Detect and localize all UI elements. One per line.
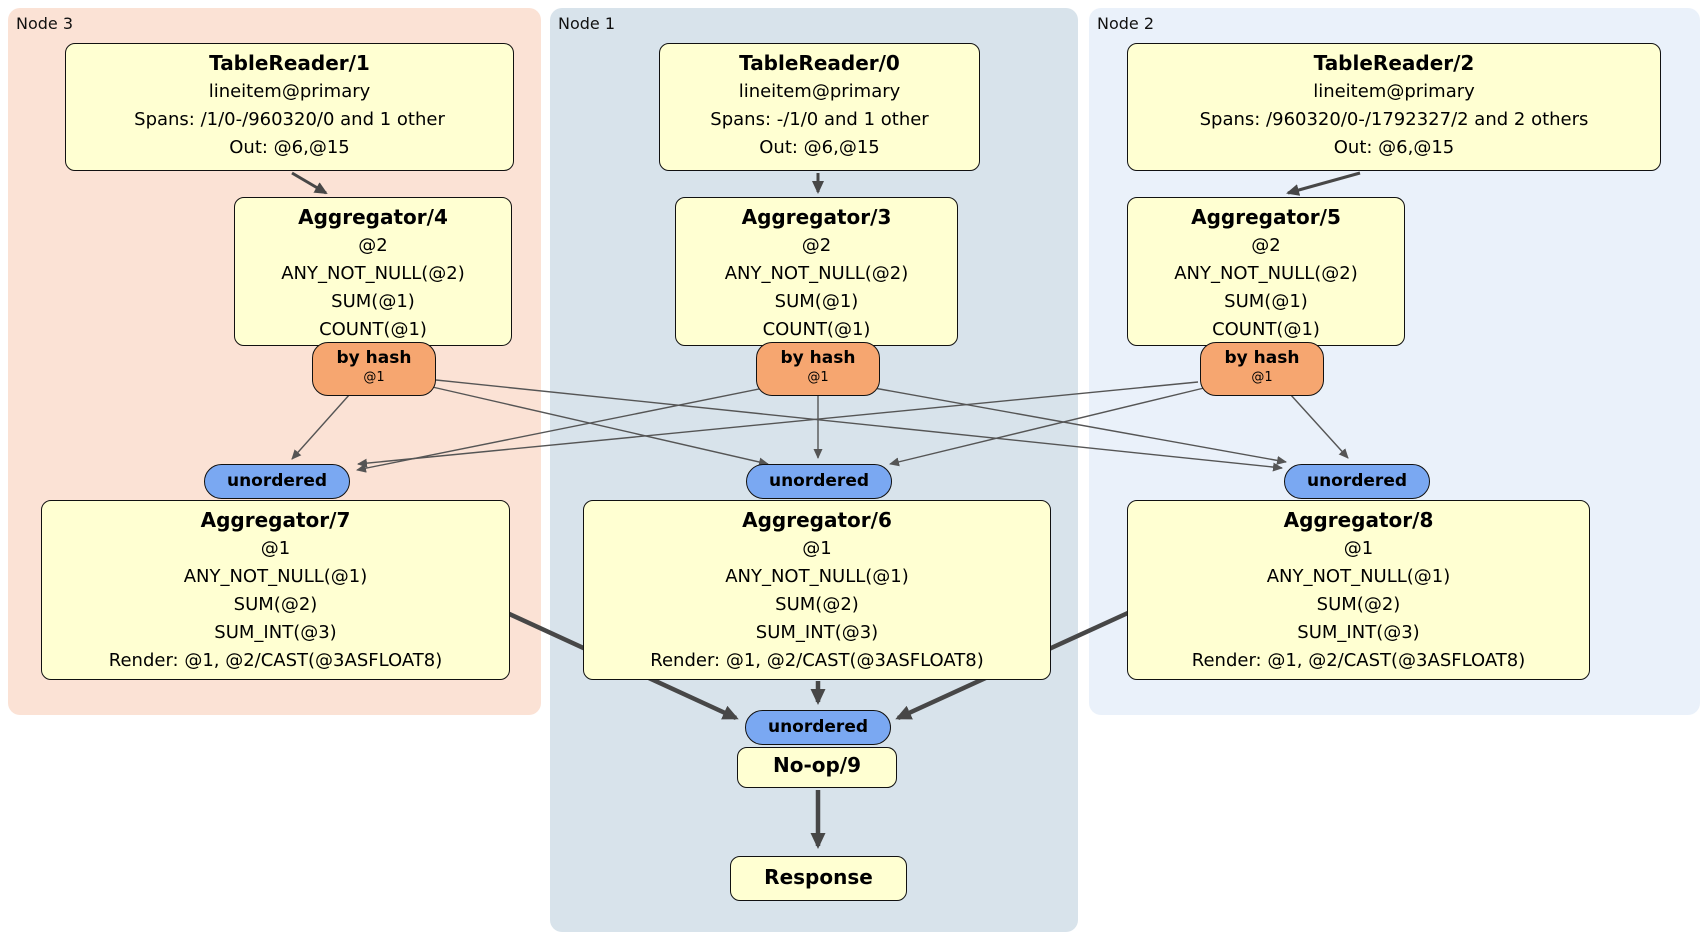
box-line: ANY_NOT_NULL(@1) (183, 566, 368, 587)
sync-unordered-node2: unordered (1284, 464, 1430, 499)
box-line: SUM(@2) (1316, 594, 1401, 615)
box-line: Spans: -/1/0 and 1 other (710, 109, 929, 130)
box-line: COUNT(@1) (1212, 319, 1320, 340)
box-line: ANY_NOT_NULL(@2) (724, 263, 909, 284)
box-line: Out: @6,@15 (1333, 137, 1455, 158)
processor-box-tablereader-0: TableReader/0 lineitem@primary Spans: -/… (659, 43, 980, 171)
router-sub-label: @1 (807, 370, 829, 385)
router-label: by hash (1224, 348, 1300, 368)
box-title: Aggregator/6 (742, 508, 892, 532)
edge-hash5-sync8 (1289, 393, 1349, 459)
node-region-1-label: Node 1 (558, 14, 616, 33)
box-line: SUM(@2) (233, 594, 318, 615)
box-line: SUM(@1) (1224, 291, 1308, 312)
sync-unordered-node3: unordered (204, 464, 350, 499)
sync-unordered-node1: unordered (746, 464, 892, 499)
box-line: SUM_INT(@3) (755, 622, 879, 643)
box-line: SUM_INT(@3) (1297, 622, 1420, 643)
box-line: ANY_NOT_NULL(@2) (281, 263, 465, 284)
box-line: @1 (802, 538, 832, 559)
box-line: COUNT(@1) (319, 319, 427, 340)
processor-box-aggregator-5: Aggregator/5 @2 ANY_NOT_NULL(@2) SUM(@1)… (1127, 197, 1405, 346)
edge-tr1-agg4 (291, 171, 328, 195)
box-title: Aggregator/3 (741, 205, 892, 229)
box-line: SUM_INT(@3) (214, 622, 337, 643)
box-line: Out: @6,@15 (759, 137, 880, 158)
box-line: Render: @1, @2/CAST(@3ASFLOAT8) (108, 650, 443, 671)
box-line: @2 (358, 235, 388, 256)
edge-hash4-sync7 (291, 393, 351, 460)
box-line: @2 (1251, 235, 1281, 256)
box-title: TableReader/2 (1313, 51, 1475, 75)
processor-box-aggregator-6: Aggregator/6 @1 ANY_NOT_NULL(@1) SUM(@2)… (583, 500, 1051, 680)
processor-box-noop-9: No-op/9 (737, 747, 897, 788)
box-title: Aggregator/8 (1283, 508, 1434, 532)
response-box: Response (730, 856, 907, 901)
edge-hash3-sync8 (873, 387, 1287, 465)
box-line: lineitem@primary (738, 81, 901, 102)
box-title: Response (764, 865, 873, 889)
processor-box-aggregator-7: Aggregator/7 @1 ANY_NOT_NULL(@1) SUM(@2)… (41, 500, 510, 680)
router-label: by hash (780, 348, 856, 368)
box-line: lineitem@primary (1313, 81, 1475, 102)
box-title: Aggregator/4 (298, 205, 448, 229)
router-by-hash-node2: by hash @1 (1200, 342, 1324, 396)
box-line: @1 (260, 538, 291, 559)
box-line: @1 (1343, 538, 1374, 559)
edge-hash3-sync7 (356, 387, 765, 473)
box-line: ANY_NOT_NULL(@2) (1174, 263, 1358, 284)
box-line: ANY_NOT_NULL(@1) (1266, 566, 1451, 587)
router-by-hash-node3: by hash @1 (312, 342, 436, 396)
processor-box-aggregator-3: Aggregator/3 @2 ANY_NOT_NULL(@2) SUM(@1)… (675, 197, 958, 346)
box-line: SUM(@2) (775, 594, 859, 615)
processor-box-tablereader-2: TableReader/2 lineitem@primary Spans: /9… (1127, 43, 1661, 171)
box-line: Render: @1, @2/CAST(@3ASFLOAT8) (1191, 650, 1526, 671)
box-line: ANY_NOT_NULL(@1) (725, 566, 909, 587)
box-line: Out: @6,@15 (229, 137, 350, 158)
processor-box-aggregator-4: Aggregator/4 @2 ANY_NOT_NULL(@2) SUM(@1)… (234, 197, 512, 346)
router-sub-label: @1 (363, 370, 385, 385)
node-region-2-label: Node 2 (1097, 14, 1155, 33)
edge-hash4-sync8 (435, 379, 1283, 472)
box-title: Aggregator/7 (200, 508, 351, 532)
node-region-3-label: Node 3 (16, 14, 74, 33)
box-line: @2 (801, 235, 832, 256)
edge-hash5-sync6 (889, 387, 1205, 467)
box-line: SUM(@1) (774, 291, 859, 312)
box-title: TableReader/1 (209, 51, 370, 75)
box-title: No-op/9 (772, 753, 862, 777)
router-sub-label: @1 (1251, 370, 1273, 385)
processor-box-aggregator-8: Aggregator/8 @1 ANY_NOT_NULL(@1) SUM(@2)… (1127, 500, 1590, 680)
edge-tr2-agg5 (1286, 171, 1361, 196)
box-line: SUM(@1) (331, 291, 415, 312)
processor-box-tablereader-1: TableReader/1 lineitem@primary Spans: /1… (65, 43, 514, 171)
box-line: COUNT(@1) (762, 319, 871, 340)
edge-hash5-sync7 (357, 381, 1199, 468)
box-title: Aggregator/5 (1191, 205, 1341, 229)
router-label: by hash (336, 348, 412, 368)
sync-unordered-noop: unordered (745, 710, 891, 745)
router-by-hash-node1: by hash @1 (756, 342, 880, 396)
edge-hash4-sync6 (427, 385, 769, 467)
box-title: TableReader/0 (739, 51, 900, 75)
box-line: lineitem@primary (208, 81, 371, 102)
box-line: Render: @1, @2/CAST(@3ASFLOAT8) (650, 650, 984, 671)
box-line: Spans: /960320/0-/1792327/2 and 2 others (1199, 109, 1589, 130)
box-line: Spans: /1/0-/960320/0 and 1 other (134, 109, 445, 130)
